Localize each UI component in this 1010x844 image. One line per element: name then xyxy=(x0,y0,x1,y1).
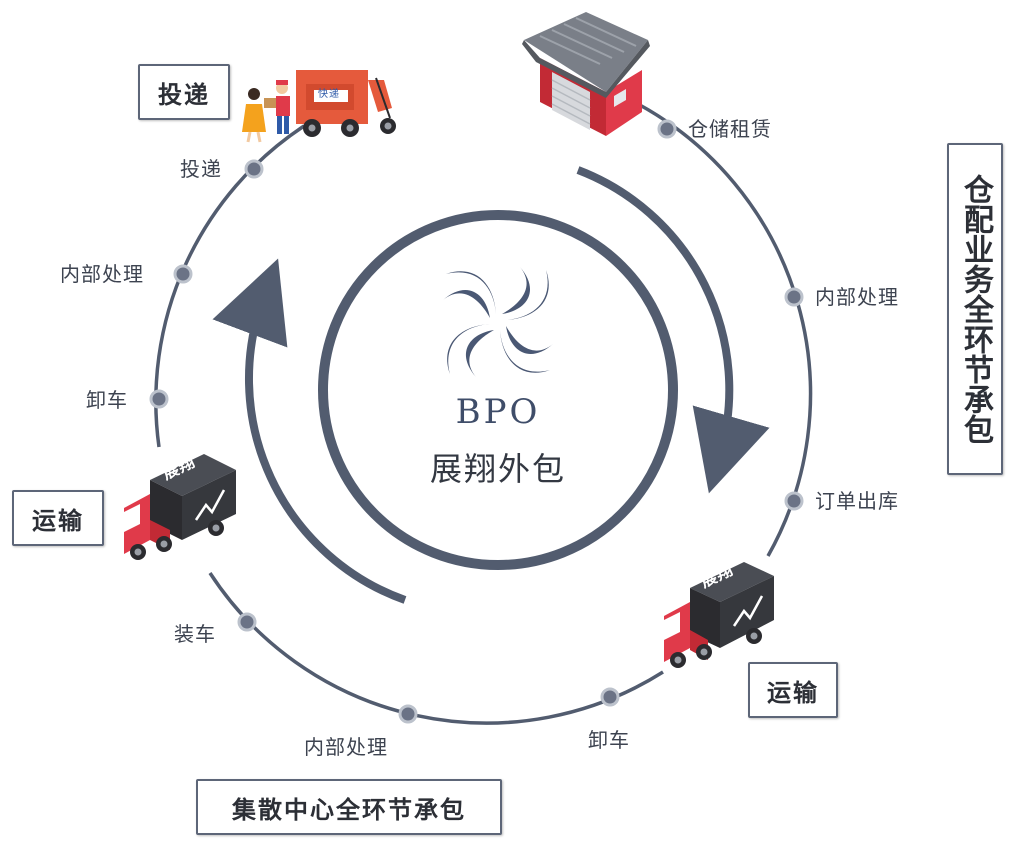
step-label-storage-rent: 仓储租赁 xyxy=(688,117,772,141)
step-label-internal-right: 内部处理 xyxy=(815,285,899,309)
delivery-tricycle-icon xyxy=(296,70,396,137)
courier-customer-icon xyxy=(242,80,290,142)
step-dot-deliver xyxy=(246,161,262,177)
stage-box-transport-left: 运输 xyxy=(12,490,104,546)
step-label-unload-bottom: 卸车 xyxy=(588,728,630,752)
stage-box-delivery: 投递 xyxy=(138,64,230,120)
step-label-load: 装车 xyxy=(174,622,216,646)
step-dot-order-out xyxy=(786,493,802,509)
step-dot-unload-left xyxy=(151,391,167,407)
stage-box-transport-right: 运输 xyxy=(748,662,838,718)
step-label-unload-left: 卸车 xyxy=(86,388,128,412)
step-label-deliver: 投递 xyxy=(180,157,222,181)
step-dot-load xyxy=(239,614,255,630)
step-dot-storage-rent xyxy=(659,121,675,137)
step-dot-unload-bottom xyxy=(602,689,618,705)
outer-arc-left xyxy=(156,126,304,447)
step-dot-internal-left xyxy=(175,266,191,282)
stage-box-hub: 集散中心全环节承包 xyxy=(196,779,502,835)
stage-box-warehouse: 仓配业务全环节承包 xyxy=(947,143,1003,475)
tricycle-label: 快递 xyxy=(318,88,340,102)
step-label-internal-bottom: 内部处理 xyxy=(304,735,388,759)
step-dot-internal-right xyxy=(786,289,802,305)
brand-abbr: BPO xyxy=(418,392,578,432)
outer-arc-bottom xyxy=(210,573,663,723)
step-label-order-out: 订单出库 xyxy=(815,489,899,513)
warehouse-icon xyxy=(522,12,650,136)
step-dot-internal-bottom xyxy=(400,706,416,722)
step-label-internal-left: 内部处理 xyxy=(60,262,144,286)
pinwheel-logo-icon xyxy=(443,267,553,377)
brand-name: 展翔外包 xyxy=(398,444,598,490)
inner-ring xyxy=(323,215,673,565)
